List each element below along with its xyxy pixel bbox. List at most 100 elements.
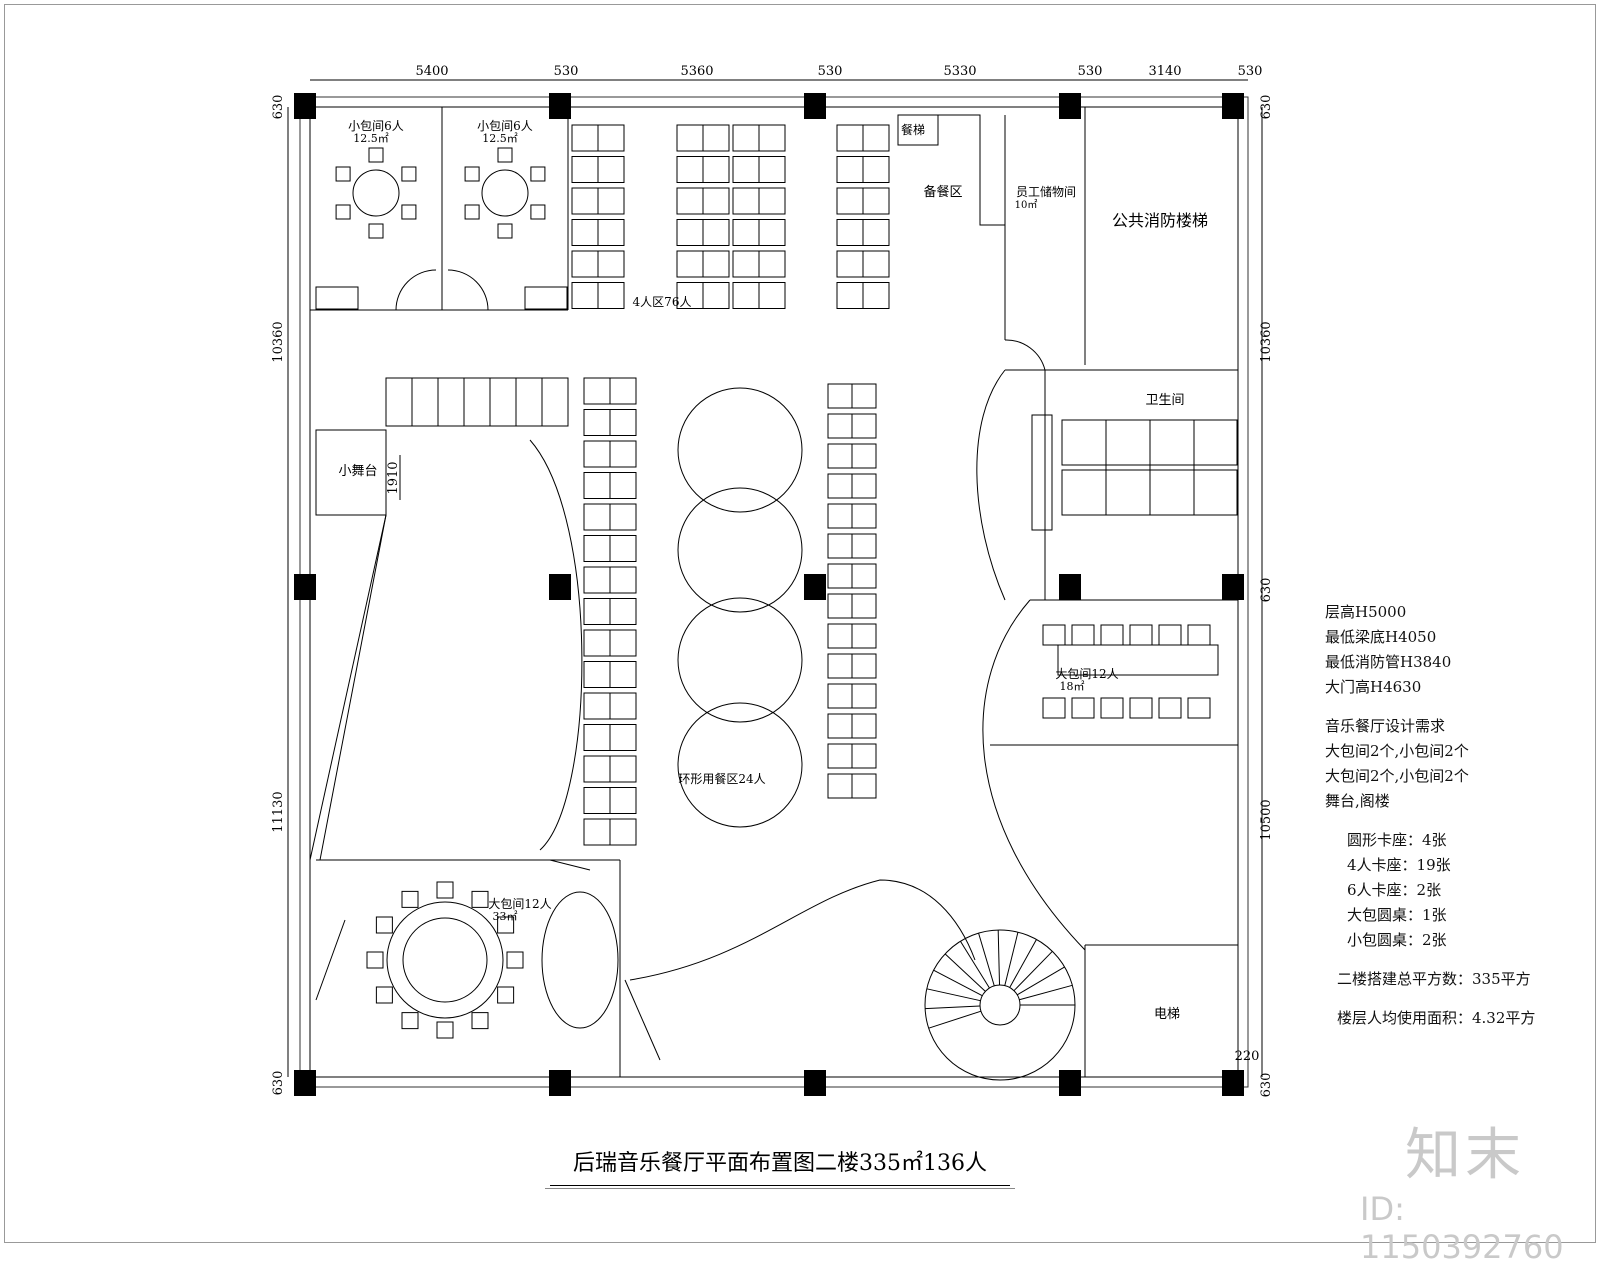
booth — [827, 563, 877, 589]
booth — [827, 473, 877, 499]
dim-top-4: 5330 — [943, 64, 976, 79]
booth — [827, 503, 877, 529]
column — [549, 1070, 571, 1096]
booth — [583, 409, 637, 436]
design-notes: 层高H5000 最低梁底H4050 最低消防管H3840 大门高H4630 音乐… — [1325, 600, 1595, 1031]
booth — [732, 282, 786, 309]
booth — [732, 156, 786, 183]
booth — [571, 156, 625, 183]
booth — [732, 250, 786, 278]
column — [1222, 1070, 1244, 1096]
label-stage: 小舞台 — [338, 464, 377, 479]
column — [804, 1070, 826, 1096]
column — [804, 574, 826, 600]
label-small-room-2-area: 12.5㎡ — [482, 132, 518, 145]
dim-right-5: 630 — [1259, 1073, 1274, 1098]
stat-four-booth: 4人卡座：19张 — [1347, 856, 1451, 874]
booth — [571, 282, 625, 309]
label-staff-storage: 员工储物间 — [1016, 184, 1076, 199]
label-small-room-1: 小包间6人 — [348, 119, 404, 133]
label-restroom: 卫生间 — [1145, 393, 1184, 408]
booth — [827, 623, 877, 649]
booth — [583, 787, 637, 814]
column — [1059, 93, 1081, 119]
booth — [836, 156, 890, 183]
booth — [583, 566, 637, 594]
note-requirement-title: 音乐餐厅设计需求 — [1325, 717, 1446, 735]
title-underline — [545, 1188, 1015, 1189]
label-staff-storage-area: 10㎡ — [1015, 199, 1038, 211]
column — [294, 1070, 316, 1096]
total-area: 二楼搭建总平方数：335平方 — [1337, 970, 1531, 988]
booth — [583, 440, 637, 468]
column — [1059, 1070, 1081, 1096]
dim-right-3: 10500 — [1259, 799, 1274, 840]
label-small-room-1-area: 12.5㎡ — [353, 132, 389, 145]
dim-stage: 1910 — [386, 461, 401, 494]
dim-right-1: 10360 — [1259, 321, 1274, 362]
booth — [583, 661, 637, 688]
column — [1059, 574, 1081, 600]
label-small-room-2: 小包间6人 — [477, 119, 533, 133]
column — [1222, 93, 1244, 119]
booth — [836, 124, 890, 152]
note-requirement-2: 大包间2个,小包间2个 — [1325, 767, 1469, 785]
dim-top-1: 530 — [554, 64, 579, 79]
label-big-room-right-area: 18㎡ — [1060, 680, 1085, 693]
note-floor-height: 层高H5000 — [1325, 603, 1407, 621]
stat-six-booth: 6人卡座：2张 — [1347, 881, 1442, 899]
booth — [385, 377, 569, 427]
booth — [732, 124, 786, 152]
booth — [571, 219, 625, 246]
label-four-seat-zone: 4人区76人 — [633, 295, 692, 309]
dim-left-3: 630 — [271, 1071, 286, 1096]
round-table — [352, 169, 400, 217]
booth — [836, 219, 890, 246]
booth — [676, 250, 730, 278]
booth — [827, 383, 877, 409]
label-ring-zone: 环形用餐区24人 — [678, 771, 765, 786]
booth — [583, 755, 637, 783]
column — [294, 93, 316, 119]
label-big-room-left: 大包间12人 — [488, 897, 551, 911]
label-big-room-right: 大包间12人 — [1055, 667, 1118, 681]
booth — [583, 472, 637, 499]
drawing-title: 后瑞音乐餐厅平面布置图二楼335㎡136人 — [550, 1145, 1010, 1186]
booth — [583, 724, 637, 751]
note-beam-bottom: 最低梁底H4050 — [1325, 628, 1437, 646]
booth — [583, 692, 637, 720]
booth — [827, 533, 877, 559]
watermark-id: ID: 1150392760 — [1360, 1190, 1564, 1266]
dim-top-0: 5400 — [415, 64, 448, 79]
booth — [676, 219, 730, 246]
booth — [583, 598, 637, 625]
stat-big-table: 大包圆桌：1张 — [1347, 906, 1447, 924]
label-big-room-left-area: 33㎡ — [493, 910, 518, 923]
dim-right-0: 630 — [1259, 95, 1274, 120]
label-elevator: 电梯 — [1154, 1007, 1180, 1022]
booth — [827, 413, 877, 439]
booth — [827, 773, 877, 799]
outer-wall-inner — [309, 106, 1239, 1078]
booth — [827, 683, 877, 709]
booth — [676, 156, 730, 183]
booth — [583, 377, 637, 405]
stat-round-booth: 圆形卡座：4张 — [1347, 831, 1447, 849]
dim-top-6: 3140 — [1148, 64, 1181, 79]
label-prep-area: 备餐区 — [923, 184, 962, 200]
label-food-lift: 餐梯 — [901, 122, 925, 137]
dim-left-0: 630 — [271, 95, 286, 120]
stat-small-table: 小包圆桌：2张 — [1347, 931, 1447, 949]
booth — [583, 535, 637, 562]
column — [294, 574, 316, 600]
booth — [827, 713, 877, 739]
booth — [732, 187, 786, 215]
stage-box — [315, 429, 387, 516]
per-capita-area: 楼层人均使用面积：4.32平方 — [1337, 1009, 1536, 1027]
label-fire-stair: 公共消防楼梯 — [1112, 211, 1208, 230]
dim-top-2: 5360 — [680, 64, 713, 79]
booth — [583, 629, 637, 657]
booth — [732, 219, 786, 246]
dim-right-4: 220 — [1235, 1049, 1260, 1064]
